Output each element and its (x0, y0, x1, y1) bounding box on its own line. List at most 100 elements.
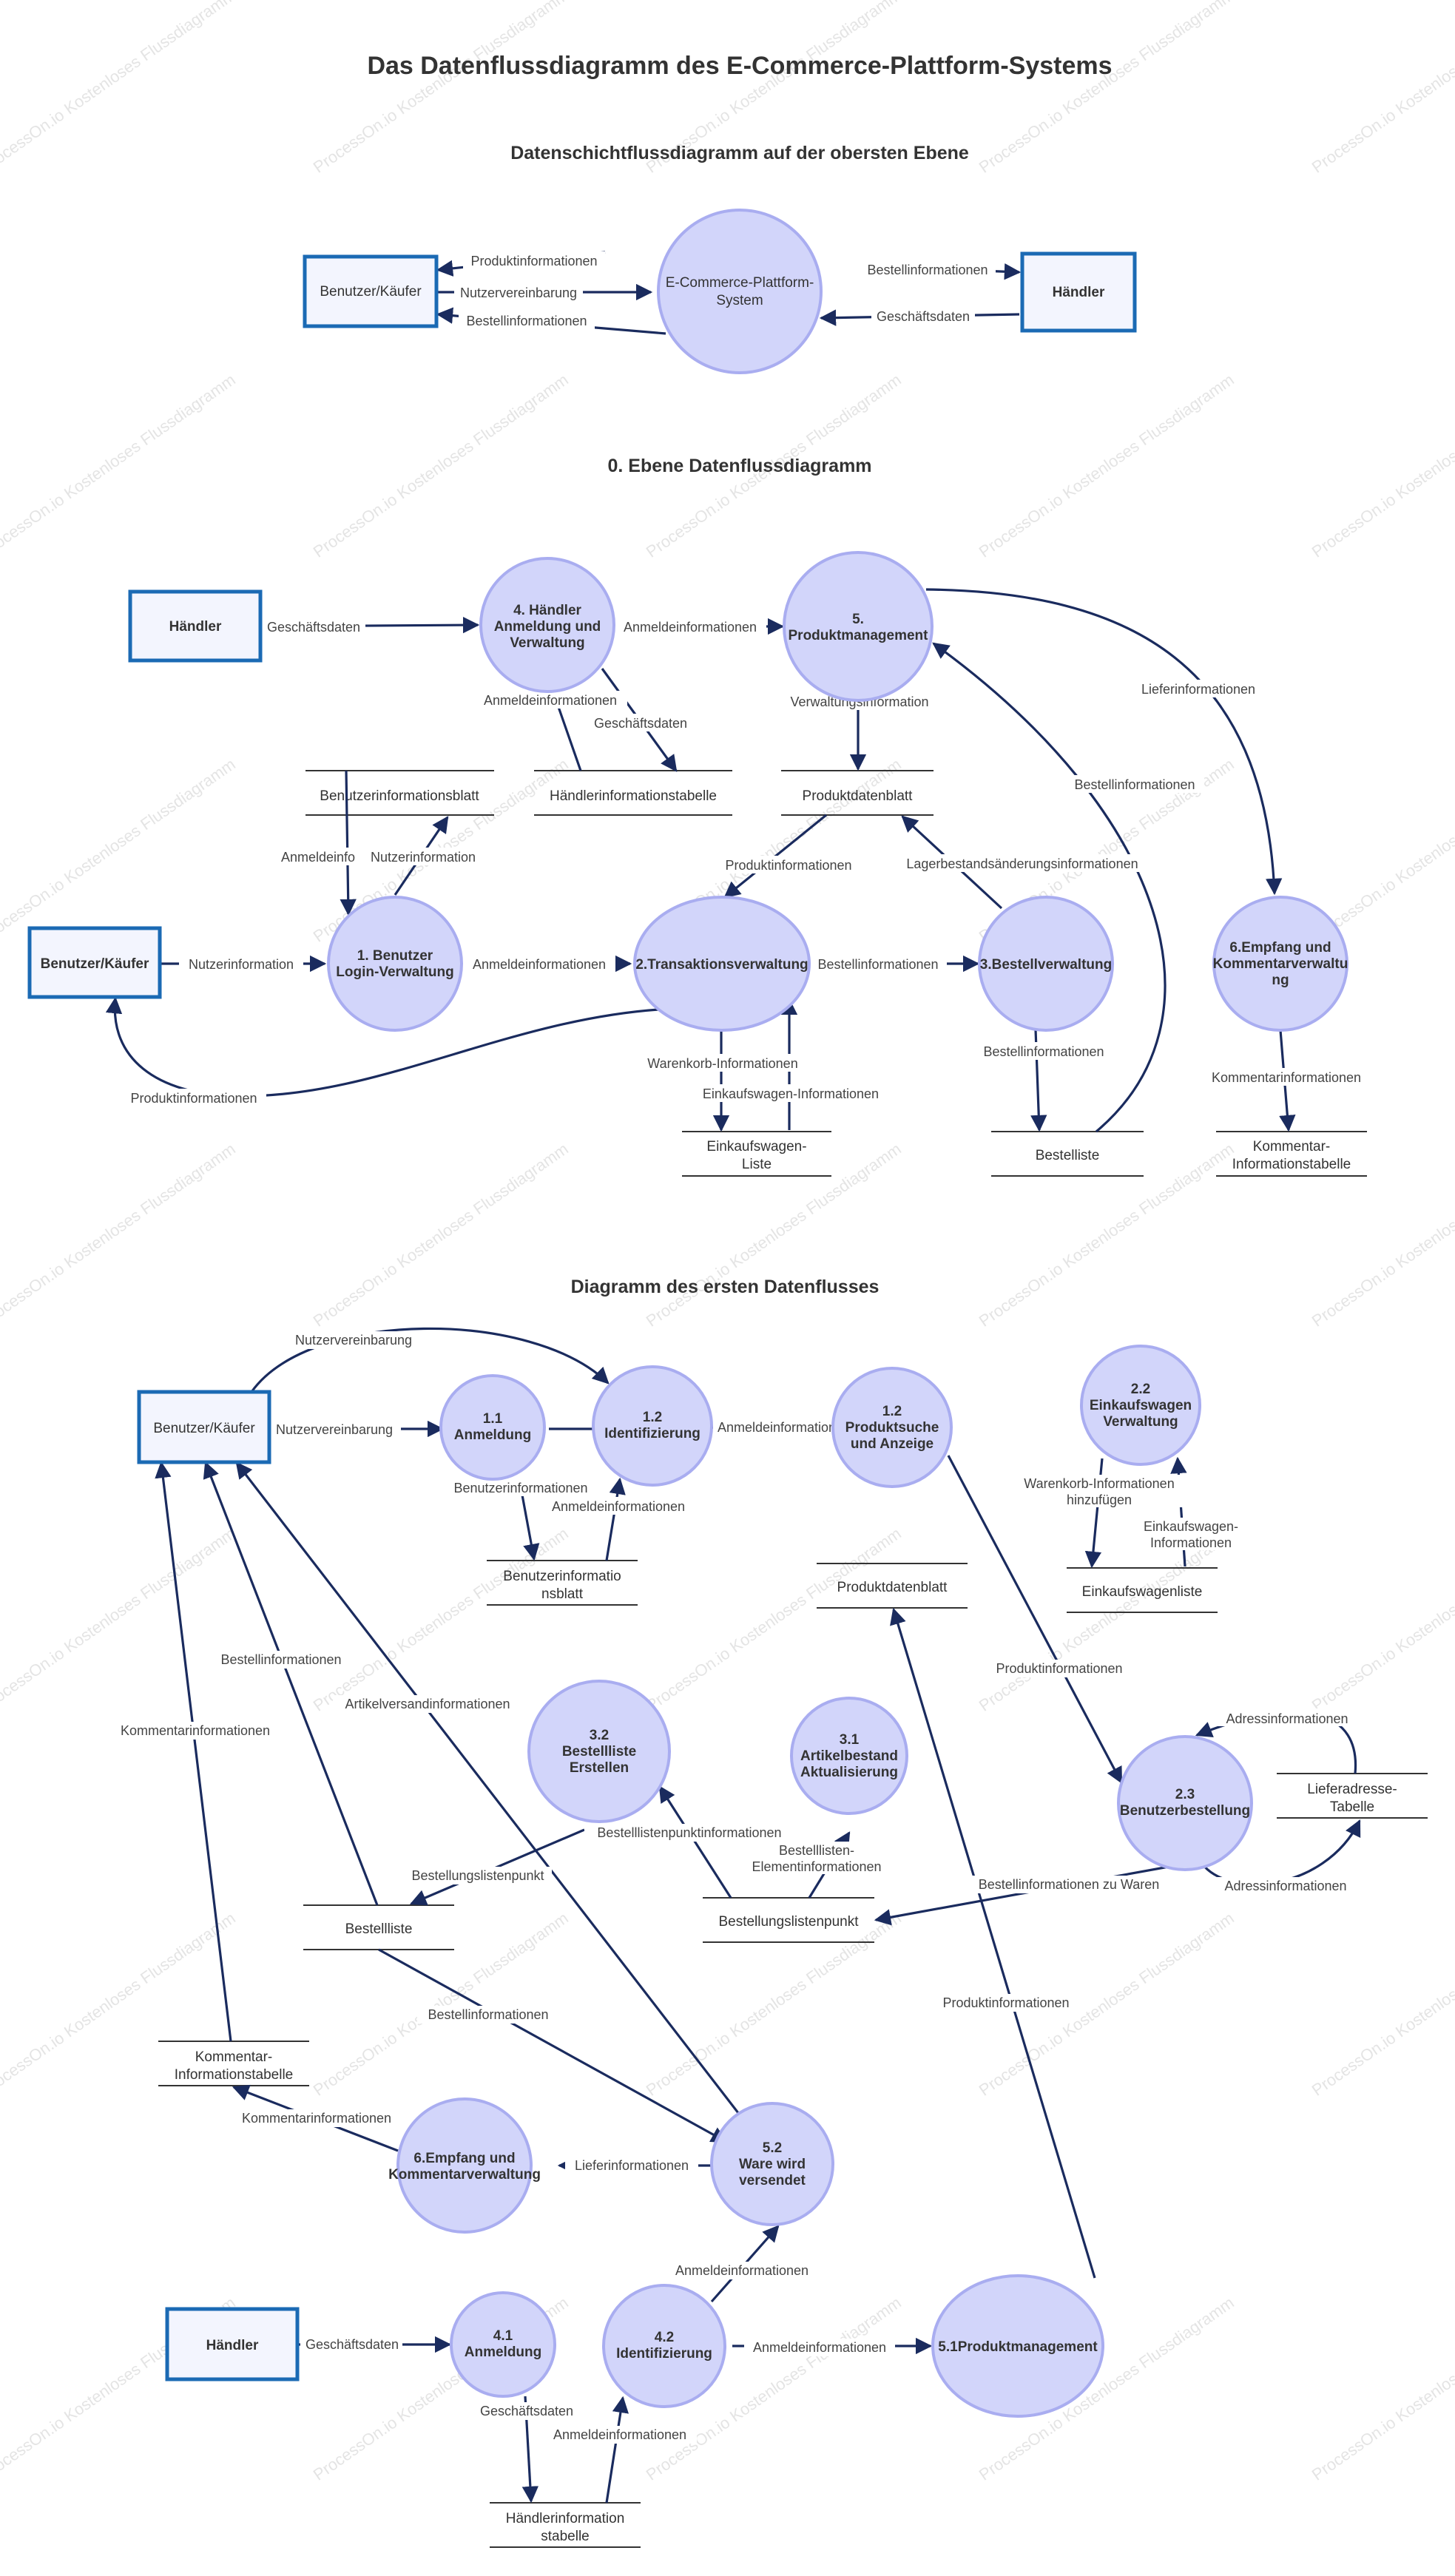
edge-label: Artikelversandinformationen (345, 1697, 510, 1711)
edge-label: Lieferinformationen (1141, 682, 1255, 697)
process-1-2b-label: Produktsuche (845, 1420, 939, 1436)
level0-edge-labels: Geschäftsdaten Anmeldeinformationen Anme… (121, 618, 1373, 1106)
edge-label: Bestellinformationen (220, 1652, 341, 1667)
edge-label: Adressinformationen (1226, 1711, 1348, 1726)
edge-label: Geschäftsdaten (267, 620, 360, 635)
watermark-text: ProcessOn.io Kostenloses Flussdiagramm (310, 1909, 572, 2100)
process-3-2-label: Bestellliste (562, 1744, 636, 1759)
process-6-label: ng (1272, 973, 1289, 988)
entity-dealer-label: Händler (1053, 285, 1105, 300)
process-system-label-1: E-Commerce-Plattform- (666, 275, 814, 291)
process-3-2-label: Erstellen (570, 1760, 629, 1776)
edge-label: Bestelllisten- (779, 1843, 854, 1858)
edge-label: Bestelllistenpunktinformationen (597, 1825, 781, 1840)
process-4-2 (602, 2284, 726, 2408)
entity-user-l0 (27, 926, 162, 999)
watermark-text: ProcessOn.io Kostenloses Flussdiagramm (0, 1524, 239, 1715)
process-1-2-label: 1.2 (643, 1410, 662, 1425)
process-3-2 (527, 1680, 671, 1823)
edge-label: Bestellinformationen (817, 957, 938, 972)
process-2-label: 2.Transaktionsverwaltung (635, 957, 808, 973)
watermark-text: ProcessOn.io Kostenloses Flussdiagramm (1309, 0, 1455, 177)
process-2-2-label: 2.2 (1131, 1382, 1150, 1397)
store-haendlerinfo-l1-1: Händlerinformation (506, 2511, 625, 2526)
store-produktdatenblatt: Produktdatenblatt (803, 788, 914, 804)
edge-label: Produktinformationen (130, 1091, 257, 1106)
watermark-text: ProcessOn.io Kostenloses Flussdiagramm (643, 1140, 905, 1331)
edge-label: Produktinformationen (942, 1995, 1069, 2010)
store-bestellliste: Bestellliste (345, 1921, 413, 1937)
entity-user-label: Benutzer/Käufer (320, 284, 422, 300)
store-lieferadresse-1: Lieferadresse- (1307, 1782, 1397, 1797)
process-4-1-label: 4.1 (493, 2328, 513, 2344)
edge-label: Bestellinformationen (466, 314, 587, 328)
watermark-text: ProcessOn.io Kostenloses Flussdiagramm (0, 0, 239, 177)
edge-label: Geschäftsdaten (305, 2337, 399, 2352)
process-5-2-label: 5.2 (763, 2140, 782, 2156)
process-2-2-label: Verwaltung (1103, 1414, 1178, 1430)
process-5-2-label: Ware wird (739, 2157, 806, 2172)
store-lieferadresse-2: Tabelle (1330, 1799, 1374, 1815)
process-2-3 (1117, 1735, 1253, 1871)
watermark-text: ProcessOn.io Kostenloses Flussdiagramm (976, 1524, 1238, 1715)
edge-label: Elementinformationen (752, 1859, 881, 1874)
level0-stores: Benutzerinformationsblatt Händlerinforma… (305, 770, 1367, 1177)
process-6-label: 6.Empfang und (1229, 940, 1331, 956)
process-3-1-label: 3.1 (840, 1732, 860, 1748)
edge-label: Anmeldeinformationen (553, 2427, 686, 2442)
store-haendlerinfo-l1-2: stabelle (541, 2529, 590, 2544)
store-kommentar-l1-1: Kommentar- (195, 2049, 273, 2065)
process-3-2-label: 3.2 (590, 1728, 609, 1743)
store-einkaufswagen-liste-2: Liste (742, 1157, 772, 1172)
process-1 (327, 896, 463, 1032)
store-einkaufswagen-liste-1: Einkaufswagen- (706, 1139, 806, 1155)
watermark-text: ProcessOn.io Kostenloses Flussdiagramm (643, 1909, 905, 2100)
entity-dealer-l0 (128, 589, 263, 663)
process-1-2b-label: 1.2 (882, 1404, 902, 1419)
edge-label: Einkaufswagen- (1144, 1519, 1238, 1534)
edge-label: Warenkorb-Informationen (1024, 1476, 1174, 1491)
edge-label: Bestellinformationen (1074, 777, 1195, 792)
process-3-1 (790, 1697, 908, 1815)
process-4-1 (450, 2291, 556, 2398)
process-1-2b-label: und Anzeige (851, 1436, 934, 1452)
edge-label: Einkaufswagen-Informationen (703, 1086, 879, 1101)
edge-label: Nutzerinformation (189, 957, 294, 972)
edge-label: Bestellinformationen (983, 1044, 1104, 1059)
watermark-text: ProcessOn.io Kostenloses Flussdiagramm (976, 0, 1238, 177)
store-einkaufswagenliste: Einkaufswagenliste (1082, 1584, 1203, 1600)
watermark-text: ProcessOn.io Kostenloses Flussdiagramm (310, 1140, 572, 1331)
process-1-1 (439, 1374, 546, 1481)
process-5-1-label: 5.1Produktmanagement (938, 2339, 1098, 2355)
edge-label: Bestellinformationen (867, 263, 988, 277)
edge-label: Nutzerinformation (371, 850, 476, 865)
edge-label: Warenkorb-Informationen (647, 1056, 797, 1071)
edge-label: Geschäftsdaten (594, 716, 687, 731)
process-5-2-label: versendet (739, 2173, 806, 2188)
store-kommentar-2: Informationstabelle (1232, 1157, 1351, 1172)
watermark-text: ProcessOn.io Kostenloses Flussdiagramm (0, 755, 239, 946)
process-4-label: 4. Händler (513, 603, 581, 618)
store-kommentar-1: Kommentar- (1253, 1139, 1331, 1155)
store-bestelliste: Bestelliste (1036, 1148, 1100, 1163)
edge-label: Nutzervereinbarung (460, 285, 577, 300)
entity-dealer-l1-label: Händler (206, 2338, 259, 2353)
entity-user-l1 (137, 1390, 271, 1464)
edge-label: Verwaltungsinformation (790, 694, 928, 709)
process-1-label: Login-Verwaltung (336, 964, 453, 980)
edge-label: Produktinformationen (996, 1661, 1122, 1676)
entity-user-l1-label: Benutzer/Käufer (153, 1421, 255, 1436)
level0-nodes: Händler 4. Händler Anmeldung und Verwalt… (27, 551, 1348, 1032)
process-6 (1212, 896, 1348, 1032)
diagram-title: Das Datenflussdiagramm des E-Commerce-Pl… (367, 52, 1112, 80)
level0-heading: 0. Ebene Datenflussdiagramm (607, 456, 871, 476)
entity-dealer-l0-label: Händler (169, 619, 222, 635)
top-heading: Datenschichtflussdiagramm auf der oberst… (510, 143, 969, 163)
process-2-3-label: 2.3 (1175, 1787, 1195, 1802)
process-1-label: 1. Benutzer (357, 948, 433, 964)
edge-label: Nutzervereinbarung (295, 1333, 412, 1348)
edge-label: Informationen (1150, 1535, 1232, 1550)
process-1-2-label: Identifizierung (604, 1426, 701, 1441)
level1-nodes: Benutzer/Käufer 1.1 Anmeldung 1.2 Identi… (137, 1345, 1253, 2418)
